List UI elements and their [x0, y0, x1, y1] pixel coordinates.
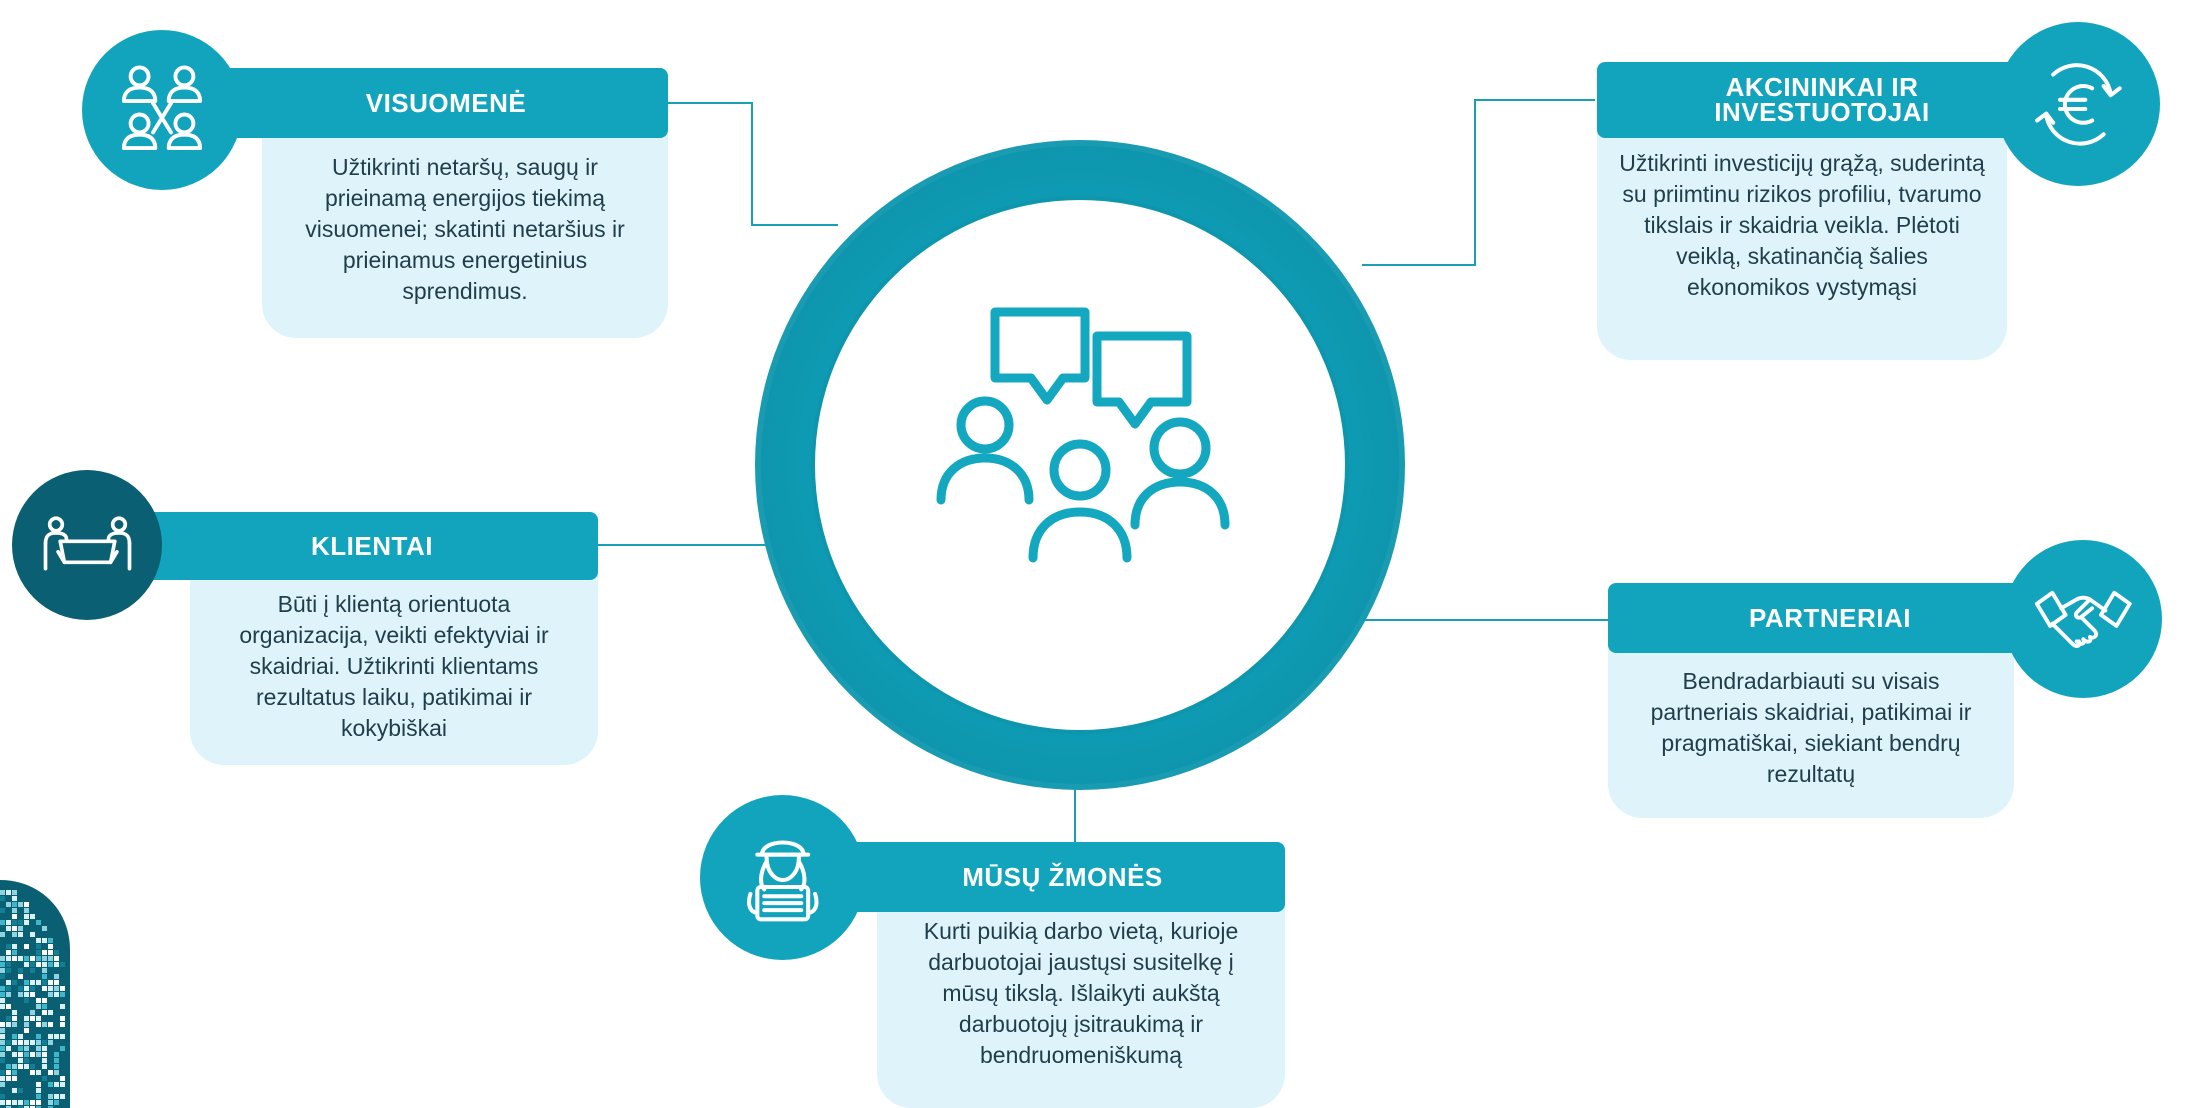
header-partneriai-label: PARTNERIAI — [1749, 602, 1911, 633]
hub-center — [815, 200, 1345, 730]
badge-zmones — [700, 795, 865, 960]
header-zmones-label: MŪSŲ ŽMONĖS — [962, 861, 1163, 892]
people-conversation-icon — [936, 307, 1230, 563]
badge-akcininkai — [1996, 22, 2160, 186]
card-partneriai: Bendradarbiauti su visais partneriais sk… — [1608, 648, 2014, 818]
card-zmones: Kurti puikią darbo vietą, kurioje darbuo… — [877, 900, 1285, 1108]
header-partneriai: PARTNERIAI — [1608, 583, 2052, 653]
card-visuomene-text: Užtikrinti netaršų, saugų ir prieinamą e… — [305, 154, 625, 304]
card-partneriai-text: Bendradarbiauti su visais partneriais sk… — [1650, 668, 1972, 787]
header-visuomene-label: VISUOMENĖ — [365, 87, 527, 118]
badge-partneriai — [2004, 540, 2162, 698]
header-zmones: MŪSŲ ŽMONĖS — [840, 842, 1285, 912]
header-klientai: KLIENTAI — [146, 512, 598, 580]
worker-helmet-icon — [746, 840, 819, 922]
badge-visuomene — [82, 30, 242, 190]
card-zmones-text: Kurti puikią darbo vietą, kurioje darbuo… — [923, 918, 1239, 1068]
header-klientai-label: KLIENTAI — [311, 530, 433, 561]
card-klientai: Būti į klientą orientuota organizacija, … — [190, 575, 598, 765]
card-klientai-text: Būti į klientą orientuota organizacija, … — [239, 591, 549, 741]
community-people-icon — [121, 65, 203, 151]
card-akcininkai-text: Užtikrinti investicijų grąžą, suderintą … — [1619, 150, 1985, 300]
card-akcininkai: Užtikrinti investicijų grąžą, suderintą … — [1597, 130, 2007, 360]
euro-exchange-icon — [2034, 62, 2122, 146]
clients-table-icon — [43, 515, 131, 570]
badge-klientai — [12, 470, 162, 620]
card-visuomene: Užtikrinti netaršų, saugų ir prieinamą e… — [262, 130, 668, 338]
header-visuomene: VISUOMENĖ — [224, 68, 668, 138]
pixel-pattern-decoration — [0, 880, 70, 1108]
header-akcininkai: AKCININKAI IR INVESTUOTOJAI — [1597, 62, 2047, 138]
handshake-icon — [2034, 590, 2132, 648]
header-akcininkai-label: AKCININKAI IR INVESTUOTOJAI — [1714, 72, 1930, 127]
